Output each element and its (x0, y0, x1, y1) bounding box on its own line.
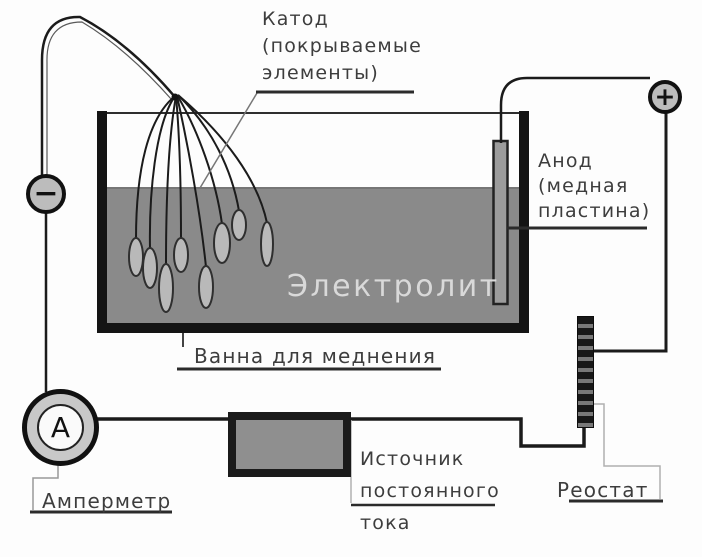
cathode-hanger-wires (135, 94, 268, 268)
ammeter-label-leader (32, 463, 59, 510)
ammeter-symbol: A (50, 411, 71, 444)
anode-label-line3: пластина) (538, 200, 651, 222)
cathode-label-line3: элементы) (262, 62, 379, 84)
cathode-item (173, 237, 189, 273)
cathode-label-leader (199, 92, 258, 189)
cathode-item (260, 221, 274, 267)
power-source-label-line2: постоянного (360, 480, 500, 502)
wire-anode-to-plus (499, 76, 650, 143)
cathode-item (158, 263, 174, 313)
wire-minus-to-cathode-strand (46, 21, 173, 177)
anode-label-line2: (медная (538, 175, 629, 197)
label-underlines (30, 90, 663, 514)
ammeter: A (22, 389, 99, 466)
power-source-label-line1: Источник (360, 448, 465, 470)
cathode-label-line2: (покрываемые (262, 35, 422, 57)
wire-power-to-rheostat (348, 417, 586, 448)
minus-terminal: − (26, 174, 66, 214)
ammeter-dial: A (37, 404, 84, 451)
ammeter-label: Амперметр (42, 489, 172, 513)
power-source-label-line3: тока (360, 512, 411, 534)
cathode-items (128, 209, 274, 313)
bath-label: Ванна для меднения (194, 344, 437, 368)
anode-label-line1: Анод (538, 150, 593, 172)
power-source-label: Источник постоянного тока (360, 443, 500, 539)
power-source-box (228, 412, 351, 477)
cathode-item (198, 265, 214, 309)
wire-junction-knot (171, 93, 179, 101)
cathode-label: Катод (покрываемые элементы) (262, 6, 422, 87)
rheostat-label: Реостат (557, 478, 649, 502)
plus-terminal: + (648, 80, 682, 114)
rheostat-coil (577, 316, 594, 428)
anode-label: Анод (медная пластина) (538, 149, 650, 224)
electrolyte-label: Электролит (287, 269, 500, 304)
wire-minus-to-cathode (40, 15, 176, 176)
wire-plus-to-rheostat (592, 111, 668, 353)
cathode-item (231, 209, 247, 241)
cathode-item (142, 247, 158, 289)
cathode-item (128, 237, 144, 277)
bath-walls (97, 111, 529, 333)
cathode-item (213, 222, 231, 264)
cathode-label-line1: Катод (262, 8, 329, 30)
rheostat-label-leader (592, 403, 661, 499)
